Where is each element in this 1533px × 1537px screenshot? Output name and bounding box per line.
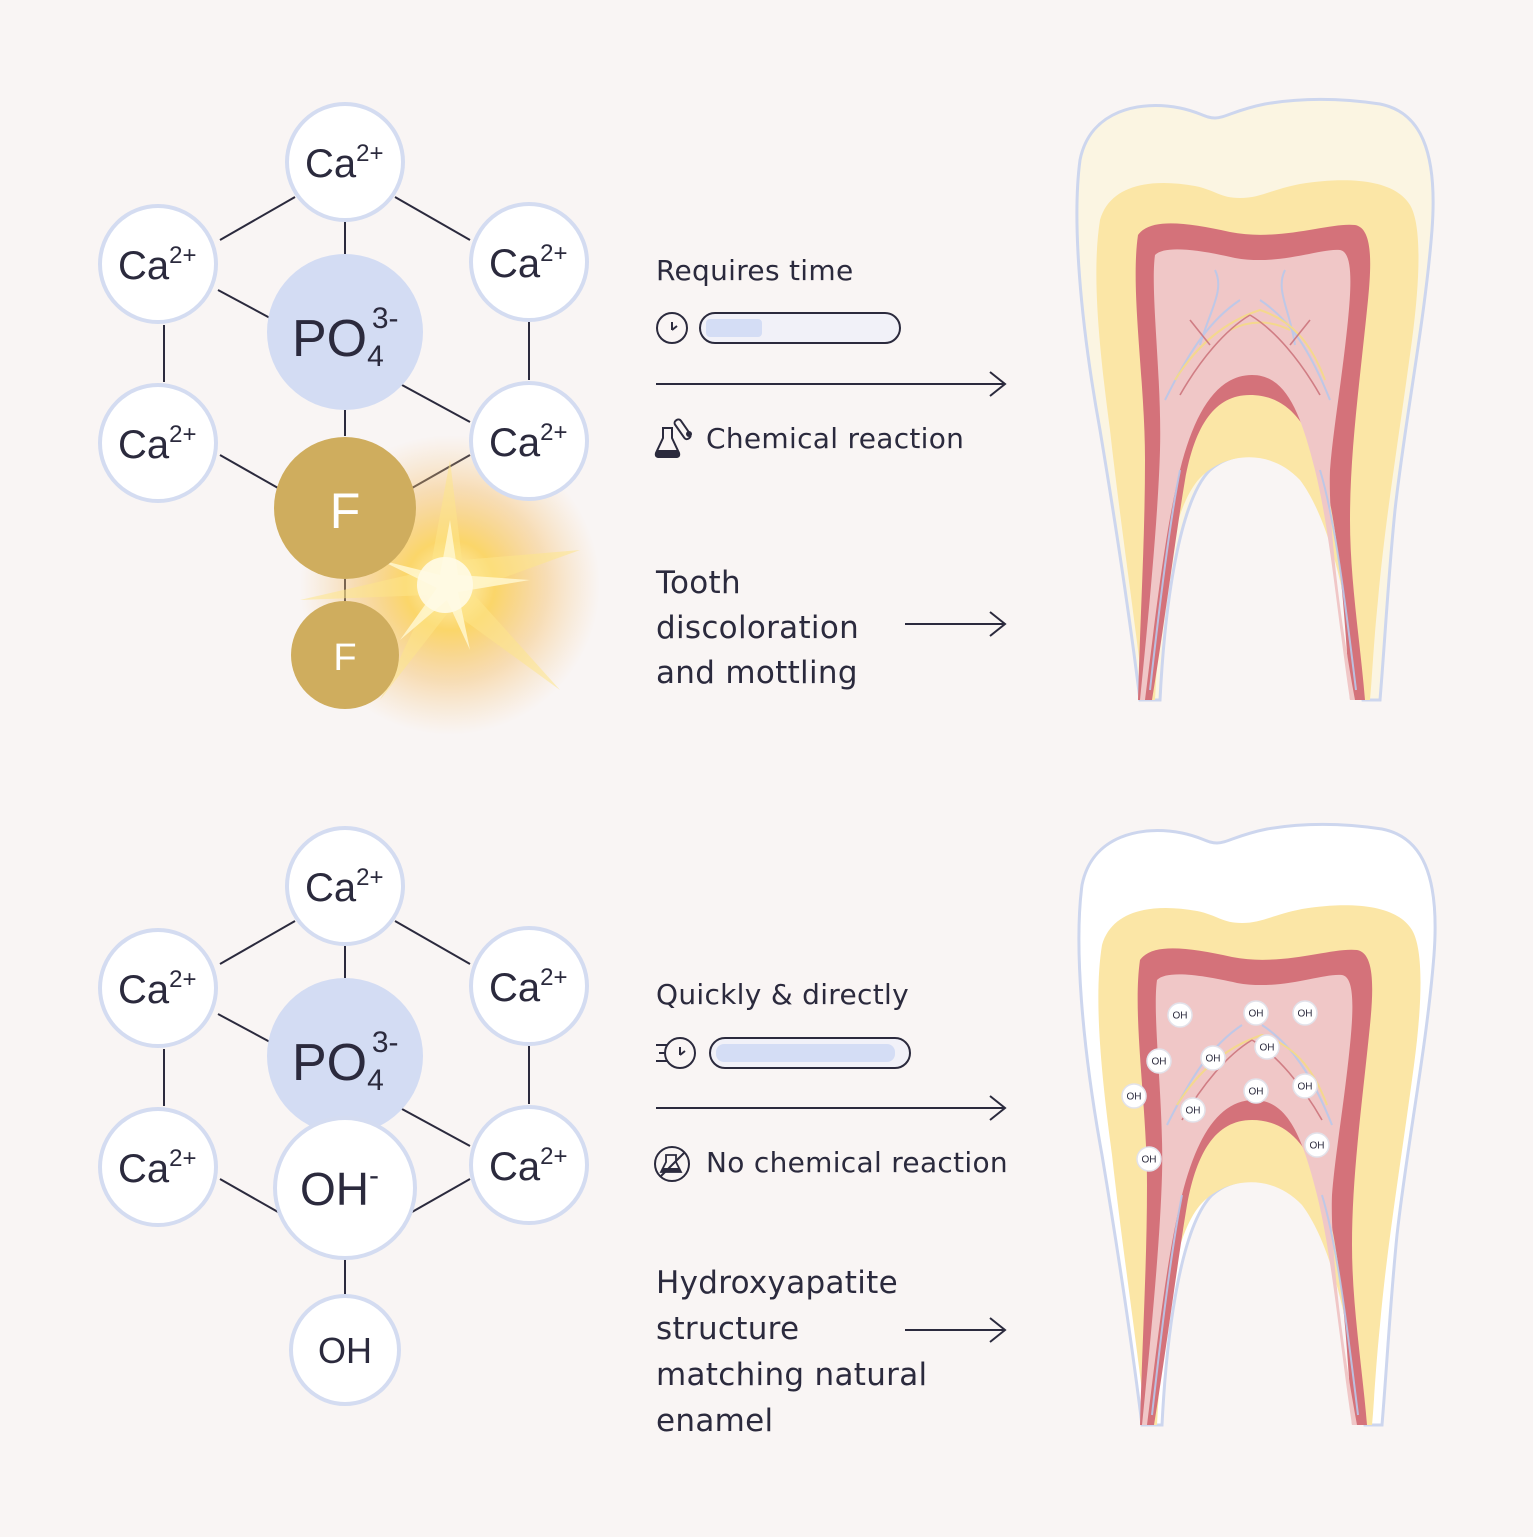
calcium-ion <box>98 383 218 503</box>
top-time-indicator <box>656 312 901 344</box>
hydroxyl-group <box>289 1294 401 1406</box>
hydroxyl-particle-label: OH <box>1249 1087 1264 1098</box>
reaction-label-hydroxyapatite: No chemical reaction <box>706 1146 1008 1179</box>
fluoride-ion <box>274 437 416 579</box>
calcium-ion <box>285 826 405 946</box>
reaction-label-fluoride: Chemical reaction <box>706 422 965 455</box>
arrow-reaction-top <box>656 371 1007 397</box>
hydroxyl-particle <box>1292 1073 1318 1099</box>
clock-icon <box>656 312 688 344</box>
calcium-symbol: Ca2+ <box>489 1143 568 1189</box>
phosphate-symbol: PO43- <box>292 302 399 373</box>
result-line-hydroxyapatite: enamel <box>656 1403 774 1439</box>
hydroxyapatite-molecule: PO43- OH- OH Ca2+ Ca2+ Ca2+ Ca2+ Ca2+ <box>98 826 589 1406</box>
hydroxyl-particle <box>1254 1034 1280 1060</box>
calcium-symbol: Ca2+ <box>305 140 384 186</box>
calcium-symbol: Ca2+ <box>489 419 568 465</box>
hydroxyl-particle-label: OH <box>1260 1043 1275 1054</box>
hydroxyl-particle-label: OH <box>1173 1011 1188 1022</box>
hydroxyl-particle <box>1243 1078 1269 1104</box>
hydroxyl-particle-label: OH <box>1186 1106 1201 1117</box>
hydroxyl-particle <box>1304 1132 1330 1158</box>
calcium-ion <box>98 928 218 1048</box>
bottom-time-indicator <box>656 1037 911 1069</box>
calcium-ion <box>469 1105 589 1225</box>
hydroxyl-particle <box>1200 1045 1226 1071</box>
flask-tube-icon <box>654 418 692 458</box>
hydroxyl-symbol: OH <box>318 1330 372 1371</box>
calcium-ion <box>469 381 589 501</box>
hydroxyl-particles: OH OH OH OH OH OH OH OH OH OH OH OH <box>1121 1000 1330 1172</box>
hydroxyl-particle <box>1121 1083 1147 1109</box>
result-line-hydroxyapatite: matching natural <box>656 1357 928 1393</box>
result-line-fluoride: Tooth <box>656 565 741 601</box>
hydroxyl-particle-label: OH <box>1249 1009 1264 1020</box>
arrows <box>656 371 1007 1343</box>
calcium-symbol: Ca2+ <box>118 966 197 1012</box>
bond-lines <box>163 920 530 1296</box>
calcium-ions: Ca2+ Ca2+ Ca2+ Ca2+ Ca2+ <box>98 102 589 503</box>
hydroxyl-particle-label: OH <box>1298 1082 1313 1093</box>
calcium-symbol: Ca2+ <box>305 864 384 910</box>
hydroxyl-particle-label: OH <box>1206 1054 1221 1065</box>
pulp-inner <box>1140 249 1355 701</box>
time-label-hydroxyapatite: Quickly & directly <box>656 978 909 1011</box>
calcium-symbol: Ca2+ <box>489 964 568 1010</box>
no-flask-icon <box>654 1146 690 1182</box>
calcium-ions: Ca2+ Ca2+ Ca2+ Ca2+ Ca2+ <box>98 826 589 1227</box>
nerve-vessels-yellow <box>1176 1033 1328 1106</box>
arrow-result-bottom <box>905 1317 1007 1343</box>
calcium-ion <box>98 204 218 324</box>
hydroxyl-particle <box>1243 1000 1269 1026</box>
hydroxide-ion <box>273 1116 417 1260</box>
hydroxyl-particle <box>1292 1000 1318 1026</box>
hydroxyl-particle-label: OH <box>1152 1057 1167 1068</box>
arrow-result-top <box>905 611 1007 637</box>
calcium-symbol: Ca2+ <box>118 1145 197 1191</box>
fluoride-symbol: F <box>330 483 361 539</box>
time-progress-fill <box>716 1044 895 1062</box>
hydroxyl-particle <box>1136 1146 1162 1172</box>
hydroxide-symbol: OH- <box>300 1159 379 1215</box>
calcium-symbol: Ca2+ <box>489 240 568 286</box>
tooth-hydroxyapatite: OH OH OH OH OH OH OH OH OH OH OH OH <box>1077 823 1437 1427</box>
hydroxyl-particle <box>1146 1048 1172 1074</box>
hydroxyl-particle-label: OH <box>1298 1009 1313 1020</box>
time-label-fluoride: Requires time <box>656 254 854 287</box>
fluoride-symbol-secondary: F <box>333 637 356 679</box>
result-line-fluoride: and mottling <box>656 655 858 691</box>
hydroxyl-particle <box>1167 1002 1193 1028</box>
hydroxyl-particle-label: OH <box>1310 1141 1325 1152</box>
calcium-symbol: Ca2+ <box>118 242 197 288</box>
hydroxyl-particle <box>1180 1097 1206 1123</box>
fluoride-molecule: PO43- F F Ca2+ Ca2+ Ca2+ Ca2+ Ca2+ <box>98 102 600 735</box>
calcium-symbol: Ca2+ <box>118 421 197 467</box>
hydroxyl-particle-label: OH <box>1142 1155 1157 1166</box>
result-line-hydroxyapatite: structure <box>656 1311 800 1347</box>
arrow-reaction-bottom <box>656 1095 1007 1121</box>
calcium-ion <box>469 202 589 322</box>
calcium-ion <box>98 1107 218 1227</box>
calcium-ion <box>469 926 589 1046</box>
fluoride-ion-secondary <box>291 601 399 709</box>
phosphate-symbol: PO43- <box>292 1026 399 1097</box>
phosphate-ion <box>267 978 423 1134</box>
calcium-ion <box>285 102 405 222</box>
hydroxyl-particle-label: OH <box>1127 1092 1142 1103</box>
nerve-vessels-blue <box>1149 269 1357 691</box>
result-line-fluoride: discoloration <box>656 610 860 646</box>
phosphate-ion <box>267 254 423 410</box>
tooth-fluorosis <box>1075 98 1435 702</box>
time-progress-fill <box>706 319 762 337</box>
result-line-hydroxyapatite: Hydroxyapatite <box>656 1265 898 1301</box>
nerve-vessels-red <box>1179 314 1321 396</box>
